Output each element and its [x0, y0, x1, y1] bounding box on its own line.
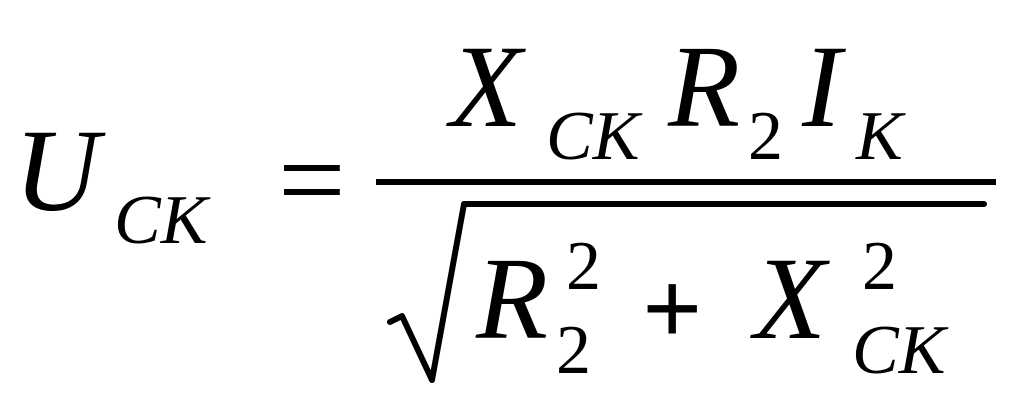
equals-sign: = [278, 113, 346, 246]
numerator-x-subscript: CK [546, 98, 640, 175]
denominator-x-subscript: CK [852, 312, 946, 389]
lhs-subscript: CK [114, 182, 208, 259]
denominator-r: R [476, 233, 549, 364]
lhs-symbol: U [14, 105, 100, 236]
radical-sign [387, 201, 987, 383]
numerator-r: R [668, 21, 741, 152]
numerator-i-subscript: K [856, 98, 903, 175]
denominator-x: X [754, 233, 827, 364]
numerator-r-subscript: 2 [748, 98, 783, 175]
denominator-r-subscript: 2 [556, 312, 591, 389]
denominator-r-superscript: 2 [566, 228, 601, 305]
plus-sign: + [642, 250, 703, 367]
numerator-i: I [802, 21, 842, 152]
numerator-x: X [450, 21, 523, 152]
denominator-x-superscript: 2 [862, 228, 897, 305]
